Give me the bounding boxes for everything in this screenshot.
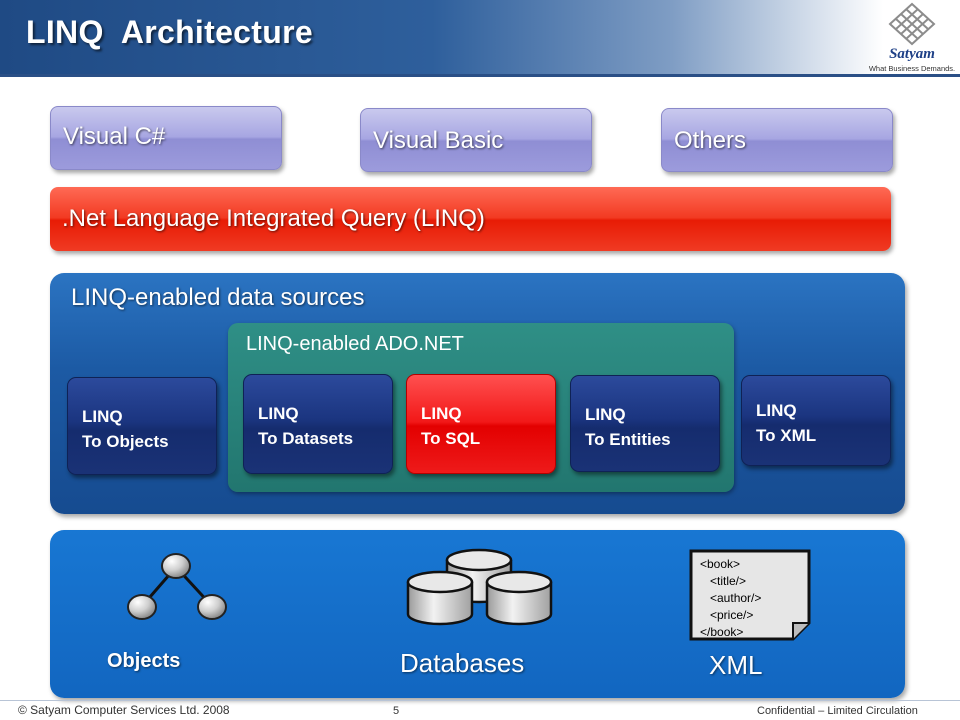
satyam-logo: Satyam What Business Demands.	[866, 2, 958, 74]
xml-document-icon	[689, 549, 811, 641]
footer-copyright: © Satyam Computer Services Ltd. 2008	[18, 703, 230, 717]
provider-linq-to-entities: LINQ To Entities	[570, 375, 720, 472]
linq-query-bar: .Net Language Integrated Query (LINQ)	[50, 187, 891, 251]
linq-bar-label: .Net Language Integrated Query (LINQ)	[62, 205, 485, 232]
provider-label: LINQ To Objects	[82, 407, 169, 451]
provider-linq-to-sql: LINQ To SQL	[406, 374, 556, 474]
language-label: Visual Basic	[373, 127, 504, 154]
page-number: 5	[393, 705, 400, 717]
provider-label: LINQ To Entities	[585, 405, 671, 449]
language-label: Others	[674, 127, 747, 154]
language-box-visual-basic: Visual Basic	[360, 108, 592, 172]
provider-label: LINQ To SQL	[421, 404, 481, 448]
language-label: Visual C#	[63, 123, 166, 150]
footer-divider	[0, 700, 960, 701]
language-box-visual-csharp: Visual C#	[50, 106, 282, 170]
language-box-others: Others	[661, 108, 893, 172]
logo-tagline: What Business Demands.	[868, 64, 956, 73]
provider-linq-to-xml: LINQ To XML	[741, 375, 891, 466]
logo-name: Satyam	[889, 46, 935, 62]
provider-label: LINQ To Datasets	[258, 404, 354, 448]
xml-sample-text: <book> <title/> <author/> <price/> </boo…	[700, 557, 762, 639]
slide-title: LINQ Architecture	[26, 14, 313, 50]
provider-label: LINQ To XML	[756, 401, 817, 445]
slide-header	[0, 0, 960, 76]
provider-linq-to-datasets: LINQ To Datasets	[243, 374, 393, 474]
footer-confidential: Confidential – Limited Circulation	[757, 705, 918, 717]
provider-linq-to-objects: LINQ To Objects	[67, 377, 217, 475]
satyam-lattice-icon	[888, 2, 936, 46]
object-graph-icon	[127, 553, 227, 620]
database-stack-icon	[406, 548, 553, 626]
header-divider	[0, 74, 960, 77]
databases-label: Databases	[400, 648, 525, 678]
objects-label: Objects	[107, 650, 181, 672]
xml-label: XML	[709, 650, 763, 680]
data-sources-title: LINQ-enabled data sources	[71, 284, 365, 311]
ado-net-title: LINQ-enabled ADO.NET	[246, 333, 464, 355]
